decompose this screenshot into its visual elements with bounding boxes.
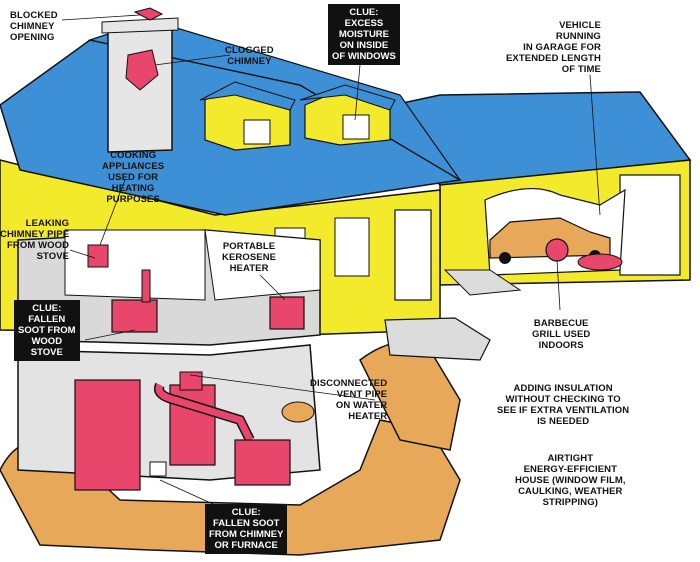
dormer-right-window [342, 114, 370, 140]
front-door [394, 209, 432, 301]
vent-pipe-fill [155, 383, 254, 442]
barbecue-grill [545, 238, 569, 262]
basement-window [149, 461, 167, 477]
interior-side-wall [204, 229, 321, 301]
basement-appliance [234, 439, 291, 486]
garage-steps [443, 269, 522, 296]
dormer-right-roof [299, 84, 396, 111]
kerosene-heater [269, 296, 305, 330]
chimney-top-debris [133, 7, 164, 21]
dormer-left-roof [199, 81, 296, 111]
water-heater [179, 371, 203, 391]
front-window [334, 217, 370, 277]
clog-debris [125, 49, 159, 91]
front-steps [384, 317, 491, 361]
firewood-pile [281, 401, 315, 423]
chimney-base [74, 379, 141, 491]
chimney-cap [101, 17, 179, 34]
garage-door [619, 174, 681, 276]
exhaust-cloud [577, 253, 623, 271]
interior-back-wall [64, 229, 206, 301]
stove-pipe [141, 269, 151, 303]
car-wheel [499, 252, 511, 264]
cooking-appliance [87, 244, 109, 268]
leader-lines [61, 14, 601, 506]
wood-stove [111, 299, 158, 333]
dormer-left-window [243, 119, 271, 145]
